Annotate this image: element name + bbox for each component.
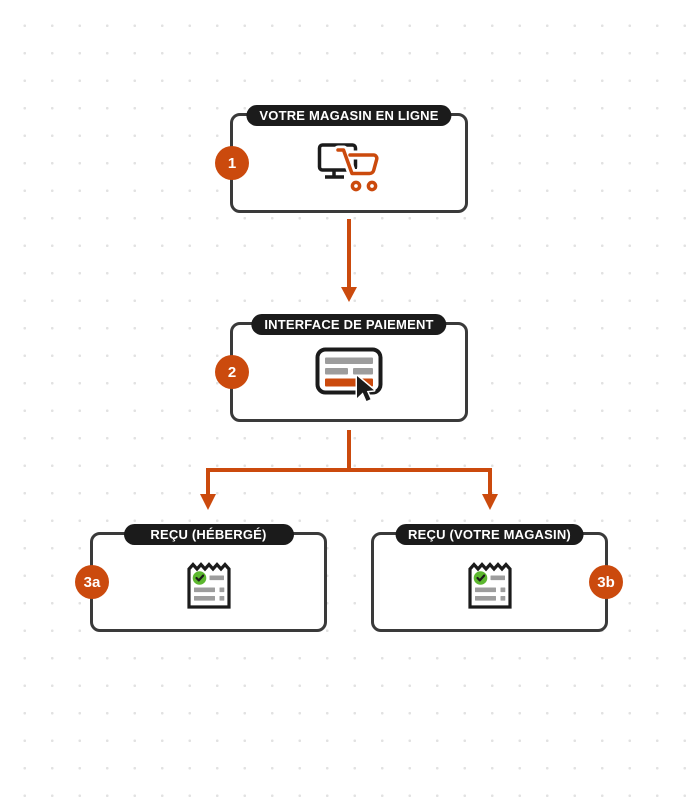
node-payment-interface: INTERFACE DE PAIEMENT 2 (215, 314, 468, 422)
node-receipt-hosted: REÇU (HÉBERGÉ) 3a (75, 524, 327, 632)
receipt-check-icon (186, 562, 231, 609)
node-label-pill: VOTRE MAGASIN EN LIGNE (246, 105, 452, 126)
receipt-check-icon (467, 562, 512, 609)
step-badge-3b: 3b (589, 565, 623, 599)
arrow-1-to-2 (341, 219, 357, 302)
node-label-pill: INTERFACE DE PAIEMENT (251, 314, 447, 335)
cursor-icon (355, 374, 376, 403)
node-receipt-your-store: REÇU (VOTRE MAGASIN) 3b (371, 524, 623, 632)
step-badge-3a: 3a (75, 565, 109, 599)
node-online-store: VOTRE MAGASIN EN LIGNE 1 (215, 105, 468, 213)
node-label-pill: REÇU (HÉBERGÉ) (123, 524, 294, 545)
payment-form-cursor-icon (315, 347, 383, 403)
node-label-pill: REÇU (VOTRE MAGASIN) (395, 524, 584, 545)
step-badge-1: 1 (215, 146, 249, 180)
connector-2-to-3a-3b (200, 430, 498, 510)
monitor-cart-icon (317, 143, 381, 192)
step-badge-2: 2 (215, 355, 249, 389)
